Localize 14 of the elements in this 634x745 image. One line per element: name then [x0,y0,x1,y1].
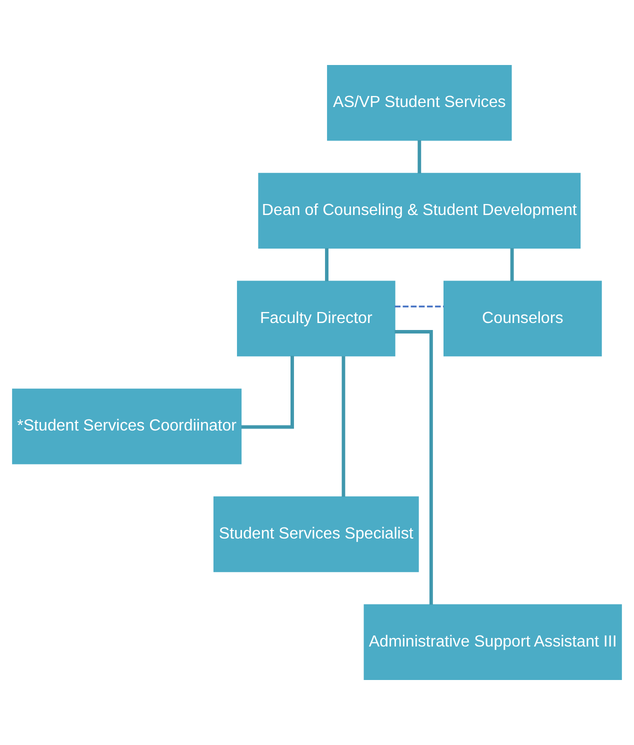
connector [418,140,422,174]
connector [394,306,444,308]
connector [241,356,294,429]
node-box: Administrative Support Assistant III [364,604,622,680]
node-box: Dean of Counseling & Student Development [258,172,581,249]
node-box: *Student Services Coordiinator [12,388,242,464]
connector [394,330,433,605]
node-box: Counselors [444,280,602,356]
connector [342,356,346,497]
node-box: AS/VP Student Services [327,65,512,141]
node-box: Student Services Specialist [213,496,419,572]
node-box: Faculty Director [236,280,396,356]
connector [510,248,514,282]
connector [325,248,328,282]
